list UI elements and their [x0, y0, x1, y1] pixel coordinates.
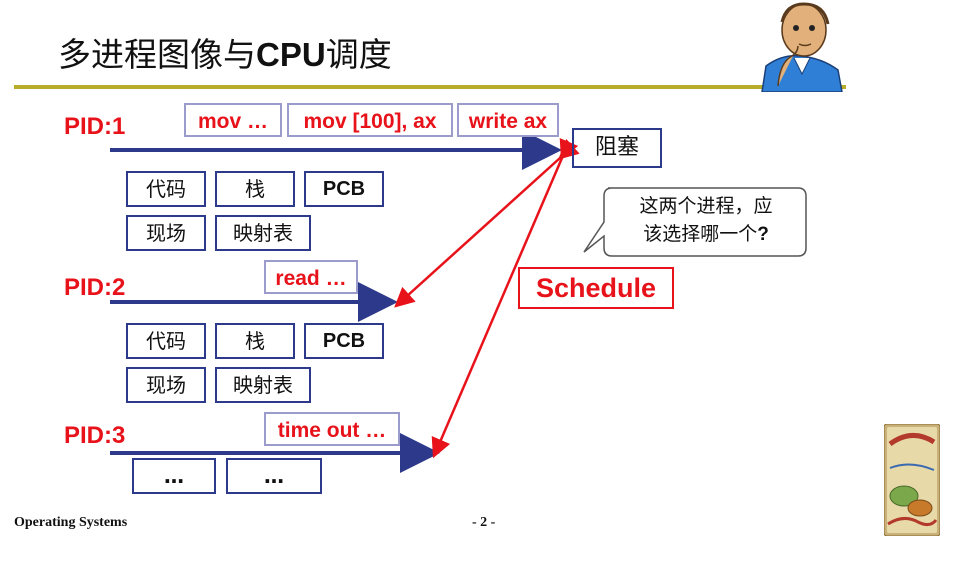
callout-line-1: 这两个进程，应 [639, 195, 773, 217]
mapping-table-block: 映射表 [215, 215, 311, 251]
callout-line-2-text: 该选择哪一个 [643, 223, 758, 245]
instruction-box: read … [264, 260, 358, 294]
stack-block: 栈 [215, 323, 295, 359]
code-block: 代码 [126, 171, 206, 207]
blocked-label: 阻塞 [572, 128, 662, 168]
callout-text: 这两个进程，应 该选择哪一个? [608, 192, 804, 249]
stack-block: 栈 [215, 171, 295, 207]
title-bold: CPU [256, 36, 326, 73]
schedule-arrow-pid3 [431, 137, 579, 459]
context-block: 现场 [126, 215, 206, 251]
title-suffix: 调度 [325, 35, 392, 74]
pcb-block: PCB [304, 323, 384, 359]
callout-bubble [583, 187, 807, 257]
instruction-box: mov … [184, 103, 282, 137]
schedule-label: Schedule [518, 267, 674, 309]
page-number: - 2 - [472, 515, 496, 530]
pid-label-2: PID:2 [64, 274, 126, 301]
instruction-box: write ax [457, 103, 559, 137]
callout-question-mark: ? [757, 224, 769, 245]
ellipsis-block: … [226, 458, 322, 494]
title-rule [14, 85, 846, 89]
page-title: 多进程图像与CPU调度 [58, 28, 392, 76]
mapping-table-block: 映射表 [215, 367, 311, 403]
footer-course: Operating Systems [14, 515, 128, 530]
thinking-man-icon [761, 2, 843, 92]
context-block: 现场 [126, 367, 206, 403]
title-prefix: 多进程图像与 [58, 35, 256, 74]
pid-label-1: PID:1 [64, 113, 126, 140]
code-block: 代码 [126, 323, 206, 359]
instruction-box: mov [100], ax [287, 103, 453, 137]
ellipsis-block: … [132, 458, 216, 494]
instruction-box: time out … [264, 412, 400, 446]
callout-line-2: 该选择哪一个? [608, 220, 804, 249]
pid-label-3: PID:3 [64, 422, 126, 449]
pcb-block: PCB [304, 171, 384, 207]
os-book-cover-icon [884, 424, 940, 536]
